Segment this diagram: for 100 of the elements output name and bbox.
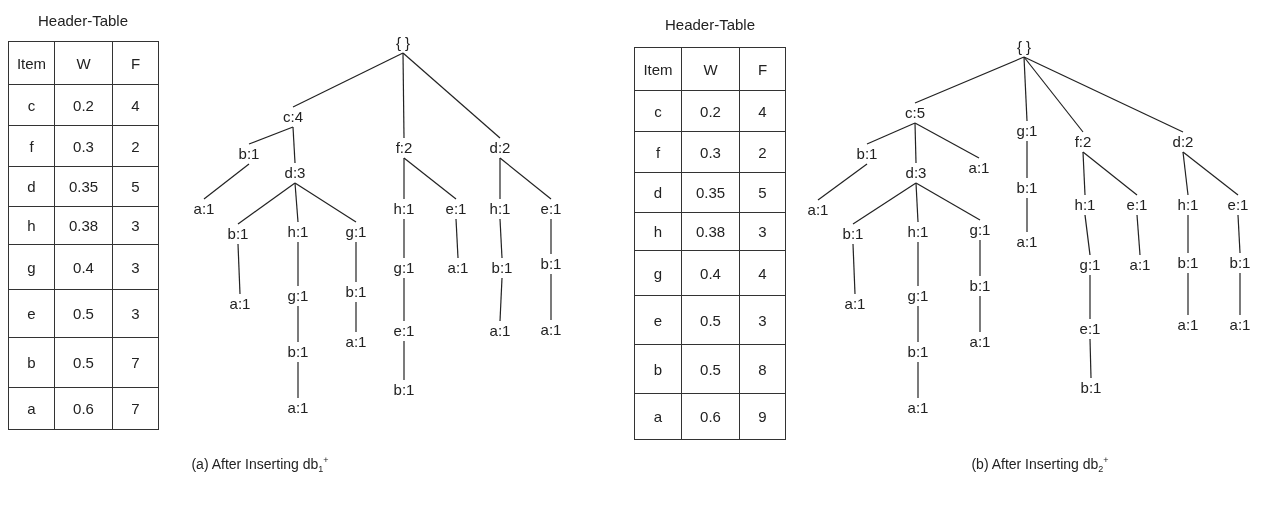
tree-node-label: h:1 [392, 200, 416, 218]
tree-edge [914, 122, 917, 164]
tree-edge [1187, 214, 1189, 254]
tree-edge [294, 182, 357, 223]
tree-edge [297, 361, 299, 399]
tree-edge [915, 182, 919, 223]
tree-node-label: b:1 [539, 255, 563, 273]
tree-node-label: d:2 [488, 139, 512, 157]
tree-node-label: g:1 [1015, 122, 1039, 140]
tree-edge [499, 218, 503, 259]
tree-node-label: b:1 [1015, 179, 1039, 197]
tree-edge [550, 273, 552, 321]
tree-node-label: a:1 [806, 201, 830, 219]
tree-edge [237, 182, 296, 225]
tree-node-label: a:1 [286, 399, 310, 417]
table-cell: 0.38 [54, 206, 113, 245]
tree-edge [297, 305, 299, 343]
table-cell: h [634, 212, 682, 251]
tree-edge [1023, 56, 1184, 133]
tree-edge [403, 218, 405, 259]
tree-edge [403, 340, 405, 381]
table-cell: 0.4 [54, 244, 113, 290]
tree-node-label: b:1 [237, 145, 261, 163]
tree-node-label: d:2 [1171, 133, 1195, 151]
tree-edge [292, 126, 296, 164]
tree-edge [294, 182, 299, 223]
tree-edge [297, 241, 299, 287]
tree-node-label: b:1 [226, 225, 250, 243]
tree-edge [1082, 151, 1086, 196]
table-cell: 3 [112, 206, 159, 245]
tree-edge [1239, 272, 1241, 316]
tree-node-label: h:1 [1073, 196, 1097, 214]
tree-edge [403, 277, 405, 322]
tree-edge [917, 361, 919, 399]
tree-edge [917, 241, 919, 287]
tree-edge [499, 277, 503, 322]
table-cell: a [634, 393, 682, 440]
tree-node-label: g:1 [906, 287, 930, 305]
tree-edge [1082, 151, 1138, 196]
tree-node-label: b:1 [906, 343, 930, 361]
tree-edge [852, 243, 856, 295]
table-cell: 0.6 [681, 393, 740, 440]
tree-node-label: a:1 [539, 321, 563, 339]
tree-edge [852, 182, 917, 225]
table-cell: f [8, 125, 55, 167]
tree-node-label: e:1 [392, 322, 416, 340]
tree-node-label: c:5 [904, 104, 926, 122]
table-cell: e [8, 289, 55, 338]
tree-edge [403, 157, 457, 200]
table-cell: 0.2 [54, 84, 113, 126]
tree-node-label: a:1 [1176, 316, 1200, 334]
table-cell: 0.5 [681, 344, 740, 394]
column-header: W [681, 47, 740, 91]
tree-node-label: b:1 [968, 277, 992, 295]
table-cell: 0.5 [681, 295, 740, 345]
column-header: Item [634, 47, 682, 91]
tree-node-label: a:1 [1228, 316, 1252, 334]
tree-node-label: g:1 [968, 221, 992, 239]
tree-edge [817, 163, 868, 201]
tree-node-label: e:1 [1078, 320, 1102, 338]
tree-node-label: a:1 [967, 159, 991, 177]
table-cell: 0.5 [54, 289, 113, 338]
table-cell: 8 [739, 344, 786, 394]
tree-node-label: c:4 [282, 108, 304, 126]
tree-edge [1136, 214, 1141, 256]
table-cell: 3 [739, 295, 786, 345]
table-cell: g [634, 250, 682, 296]
table-cell: g [8, 244, 55, 290]
tree-edge [866, 122, 916, 145]
table-cell: 0.38 [681, 212, 740, 251]
table-cell: 5 [112, 166, 159, 207]
tree-node-label: b:1 [1079, 379, 1103, 397]
tree-node-label: e:1 [444, 200, 468, 218]
tree-edge [1182, 151, 1189, 196]
tree-node-label: { } [1015, 38, 1033, 56]
tree-edge [499, 157, 552, 200]
column-header: F [112, 41, 159, 85]
table-cell: 0.6 [54, 387, 113, 430]
tree-node-label: b:1 [392, 381, 416, 399]
tree-node-label: g:1 [1078, 256, 1102, 274]
tree-node-label: d:3 [904, 164, 928, 182]
tree-node-label: b:1 [344, 283, 368, 301]
table-cell: 7 [112, 337, 159, 388]
tree-node-label: e:1 [1226, 196, 1250, 214]
table-cell: 0.35 [681, 172, 740, 213]
tree-node-label: d:3 [283, 164, 307, 182]
tree-edge [355, 241, 357, 283]
table-cell: 3 [739, 212, 786, 251]
tree-node-label: a:1 [968, 333, 992, 351]
tree-node-label: a:1 [488, 322, 512, 340]
table-cell: 0.2 [681, 90, 740, 132]
tree-node-label: f:2 [1073, 133, 1093, 151]
tree-node-label: a:1 [192, 200, 216, 218]
tree-node-label: b:1 [855, 145, 879, 163]
tree-node-label: g:1 [392, 259, 416, 277]
tree-node-label: a:1 [843, 295, 867, 313]
tree-node-label: a:1 [228, 295, 252, 313]
tree-edge [1026, 197, 1028, 233]
tree-edge [550, 218, 552, 255]
table-cell: 9 [739, 393, 786, 440]
